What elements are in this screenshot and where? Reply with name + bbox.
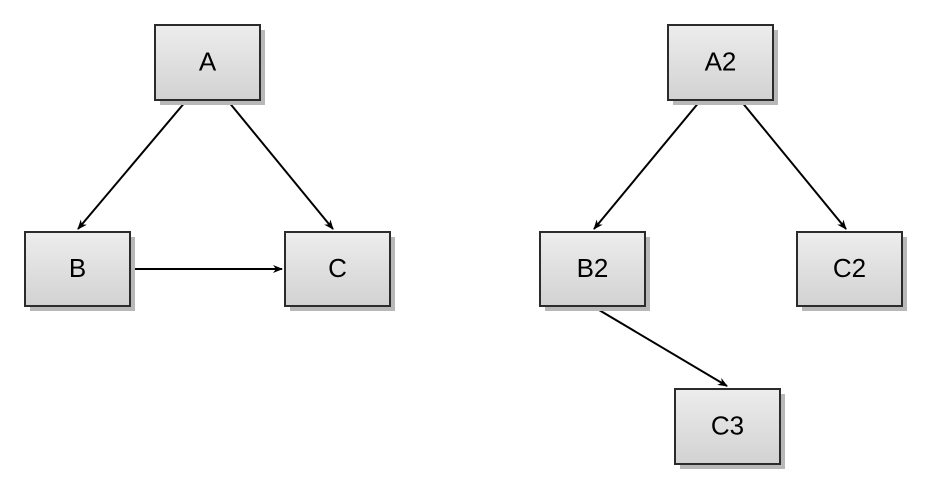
cluster-left-nodes: A B C bbox=[24, 24, 395, 311]
node-box[interactable] bbox=[796, 231, 903, 307]
node-label-c2: C2 bbox=[833, 253, 866, 283]
node-box[interactable] bbox=[284, 231, 391, 307]
edge-a2-to-b2[interactable] bbox=[593, 100, 701, 230]
node-c3[interactable]: C3 bbox=[674, 388, 785, 469]
node-c[interactable]: C bbox=[284, 231, 395, 311]
node-box[interactable] bbox=[539, 231, 646, 307]
node-a2[interactable]: A2 bbox=[667, 24, 778, 105]
node-label-a2: A2 bbox=[705, 46, 737, 76]
node-box[interactable] bbox=[154, 24, 261, 101]
node-box[interactable] bbox=[24, 231, 131, 307]
node-label-b: B bbox=[69, 253, 86, 283]
edge-a2-to-c2[interactable] bbox=[740, 100, 847, 230]
edge-a-to-b[interactable] bbox=[77, 100, 187, 230]
node-label-c: C bbox=[328, 253, 347, 283]
node-b2[interactable]: B2 bbox=[539, 231, 650, 311]
node-b[interactable]: B bbox=[24, 231, 135, 311]
node-label-c3: C3 bbox=[711, 410, 744, 440]
node-box[interactable] bbox=[667, 24, 774, 101]
edge-a-to-c[interactable] bbox=[227, 100, 334, 230]
node-label-b2: B2 bbox=[577, 253, 609, 283]
node-box[interactable] bbox=[674, 388, 781, 465]
edge-b2-to-c3[interactable] bbox=[593, 306, 728, 387]
cluster-left-edges bbox=[77, 100, 334, 273]
node-c2[interactable]: C2 bbox=[796, 231, 907, 311]
edges-layer bbox=[77, 100, 847, 387]
cluster-right-edges bbox=[593, 100, 847, 387]
node-label-a: A bbox=[199, 46, 217, 76]
node-a[interactable]: A bbox=[154, 24, 265, 105]
